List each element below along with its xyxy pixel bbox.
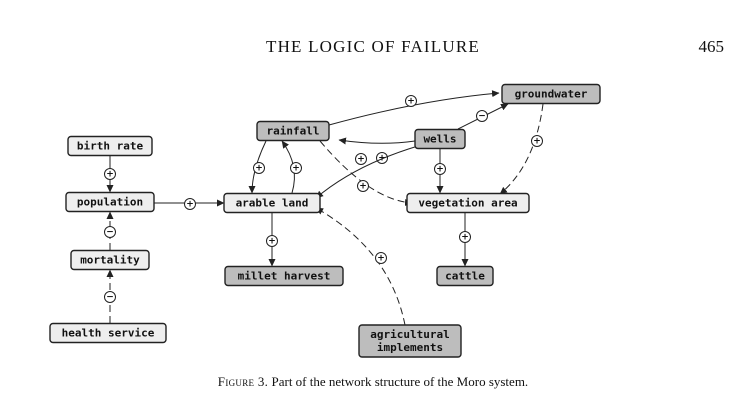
sign-circle — [459, 231, 471, 243]
node-layer: rainfall groundwater wells birth rate popula… — [49, 83, 601, 358]
figure-caption: Figure 3. Part of the network structure … — [0, 374, 746, 390]
sign-circle — [375, 252, 387, 264]
node-box — [501, 83, 601, 105]
edge-wells-to-rainfall-arrow — [338, 137, 416, 145]
edge-rainfall-to-arable-land-sign: + — [253, 162, 265, 174]
edge-layer: + − + + + + + + + + + − − + + + — [104, 90, 544, 326]
node-birth-rate: birth rate — [67, 135, 153, 157]
sign-circle — [357, 180, 369, 192]
node-box — [65, 191, 155, 213]
node-population: population — [65, 191, 155, 213]
edge-rainfall-to-groundwater-arrow — [328, 90, 500, 126]
node-box — [224, 265, 344, 287]
edge-birth-rate-to-population-sign: + — [104, 168, 116, 180]
node-box — [256, 120, 330, 142]
edge-health-service-to-mortality-sign: − — [104, 291, 116, 303]
edge-agricultural-implements-to-arable-land-arrow — [315, 207, 406, 326]
sign-text: + — [461, 233, 469, 243]
node-arable-land: arable land — [223, 192, 321, 214]
sign-circle — [266, 235, 278, 247]
node-box — [223, 192, 321, 214]
edge-rainfall-to-vegetation-area-sign: + — [357, 180, 369, 192]
node-box — [406, 192, 530, 214]
figure-label: Figure 3. — [217, 374, 269, 389]
sign-circle — [184, 198, 196, 210]
sign-text: − — [478, 112, 486, 122]
sign-text: + — [377, 254, 385, 264]
sign-text: − — [106, 293, 114, 303]
node-box — [49, 322, 167, 344]
node-label: health service — [62, 327, 155, 340]
node-millet-harvest: millet harvest — [224, 265, 344, 287]
edge-groundwater-to-vegetation-area-arrow — [499, 103, 544, 195]
node-cattle: cattle — [436, 265, 494, 287]
sign-text: − — [106, 228, 114, 238]
node-label: mortality — [80, 254, 140, 267]
edge-rainfall-to-vegetation-area-arrow — [319, 140, 413, 206]
edge-arable-land-to-rainfall-sign: + — [290, 162, 302, 174]
edge-wells-to-vegetation-area-sign: + — [434, 163, 446, 175]
page-number: 465 — [698, 37, 725, 56]
edge-wells-to-arable-land-arrow — [315, 145, 419, 199]
node-box — [67, 135, 153, 157]
node-label: vegetation area — [418, 197, 517, 210]
edge-population-to-arable-land-sign: + — [184, 198, 196, 210]
node-label: cattle — [445, 270, 485, 283]
edge-wells-to-rainfall-sign: + — [376, 152, 388, 164]
node-groundwater: groundwater — [501, 83, 601, 105]
node-label: arable land — [236, 197, 309, 210]
sign-circle — [531, 135, 543, 147]
sign-circle — [290, 162, 302, 174]
sign-text: + — [357, 155, 365, 165]
sign-circle — [104, 291, 116, 303]
sign-text: + — [106, 170, 114, 180]
sign-text: + — [268, 237, 276, 247]
node-label: birth rate — [77, 140, 144, 153]
node-mortality: mortality — [70, 249, 150, 271]
sign-text: + — [359, 182, 367, 192]
edge-wells-to-groundwater-sign: − — [476, 110, 488, 122]
node-label: wells — [423, 133, 456, 146]
node-rainfall: rainfall — [256, 120, 330, 142]
node-box — [436, 265, 494, 287]
sign-text: + — [255, 164, 263, 174]
running-title: THE LOGIC OF FAILURE — [266, 37, 480, 56]
sign-text: + — [292, 164, 300, 174]
node-health-service: health service — [49, 322, 167, 344]
node-label: rainfall — [267, 125, 320, 138]
node-label: agricultural — [370, 328, 449, 341]
sign-text: + — [407, 97, 415, 107]
node-box — [70, 249, 150, 271]
node-label: groundwater — [515, 88, 588, 101]
node-box — [414, 128, 466, 150]
sign-circle — [376, 152, 388, 164]
sign-circle — [104, 226, 116, 238]
sign-circle — [476, 110, 488, 122]
sign-text: + — [436, 165, 444, 175]
edge-wells-to-arable-land-sign: + — [355, 153, 367, 165]
node-label: millet harvest — [238, 270, 331, 283]
node-label: population — [77, 196, 143, 209]
sign-circle — [104, 168, 116, 180]
sign-circle — [434, 163, 446, 175]
node-wells: wells — [414, 128, 466, 150]
sign-text: + — [533, 137, 541, 147]
edge-groundwater-to-vegetation-area-sign: + — [531, 135, 543, 147]
edge-rainfall-to-groundwater-sign: + — [405, 95, 417, 107]
sign-circle — [253, 162, 265, 174]
edge-vegetation-area-to-cattle-sign: + — [459, 231, 471, 243]
sign-circle — [355, 153, 367, 165]
node-label: implements — [377, 341, 443, 354]
edge-mortality-to-population-sign: − — [104, 226, 116, 238]
node-vegetation-area: vegetation area — [406, 192, 530, 214]
sign-circle — [405, 95, 417, 107]
edge-agricultural-implements-to-arable-land-sign: + — [375, 252, 387, 264]
sign-text: + — [186, 200, 194, 210]
figure-caption-text: Part of the network structure of the Mor… — [268, 374, 529, 389]
node-box — [358, 324, 462, 358]
edge-arable-land-to-millet-harvest-sign: + — [266, 235, 278, 247]
